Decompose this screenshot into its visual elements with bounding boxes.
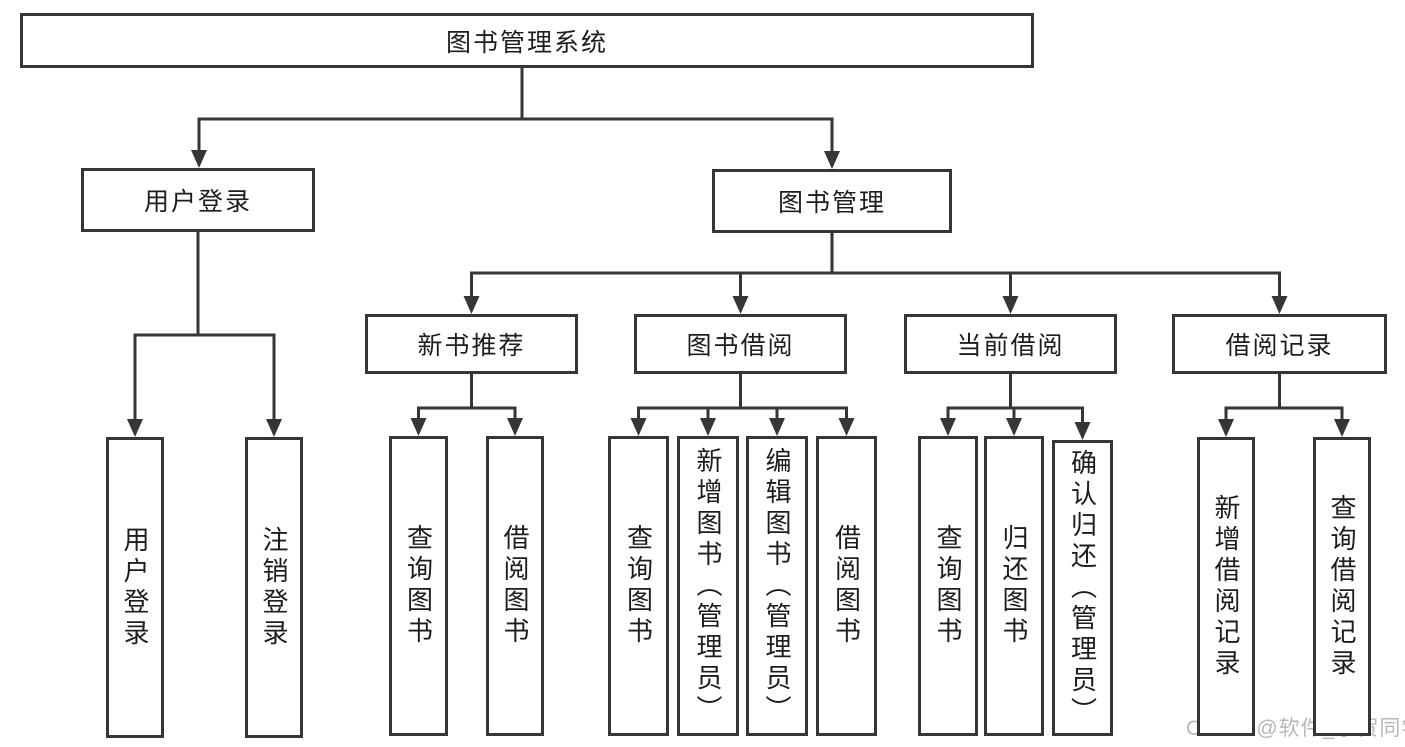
node-leaf-query-books-borrowing: 查询图书: [608, 436, 669, 736]
node-borrowing-records: 借阅记录: [1172, 314, 1387, 374]
node-library-management-system: 图书管理系统: [20, 13, 1034, 68]
node-current-borrowing: 当前借阅: [904, 314, 1117, 374]
node-book-management: 图书管理: [712, 169, 952, 233]
node-user-login: 用户登录: [81, 168, 315, 232]
node-leaf-edit-book-admin: 编辑图书（管理员）: [746, 436, 808, 736]
node-leaf-add-book-admin: 新增图书（管理员）: [677, 436, 739, 736]
node-leaf-query-books-current: 查询图书: [918, 436, 978, 736]
node-book-borrowing: 图书借阅: [634, 314, 847, 374]
node-leaf-return-books: 归还图书: [984, 436, 1044, 736]
node-leaf-query-books-recommend: 查询图书: [389, 436, 448, 736]
node-leaf-add-borrow-record: 新增借阅记录: [1197, 437, 1255, 736]
node-leaf-borrow-books-recommend: 借阅图书: [486, 436, 544, 736]
node-leaf-logout: 注销登录: [245, 437, 303, 738]
node-leaf-borrow-books: 借阅图书: [816, 436, 877, 736]
node-leaf-user-login: 用户登录: [106, 437, 164, 738]
node-new-book-recommend: 新书推荐: [365, 314, 578, 374]
node-leaf-confirm-return-admin: 确认归还（管理员）: [1052, 440, 1113, 736]
node-leaf-query-borrow-record: 查询借阅记录: [1313, 437, 1371, 736]
